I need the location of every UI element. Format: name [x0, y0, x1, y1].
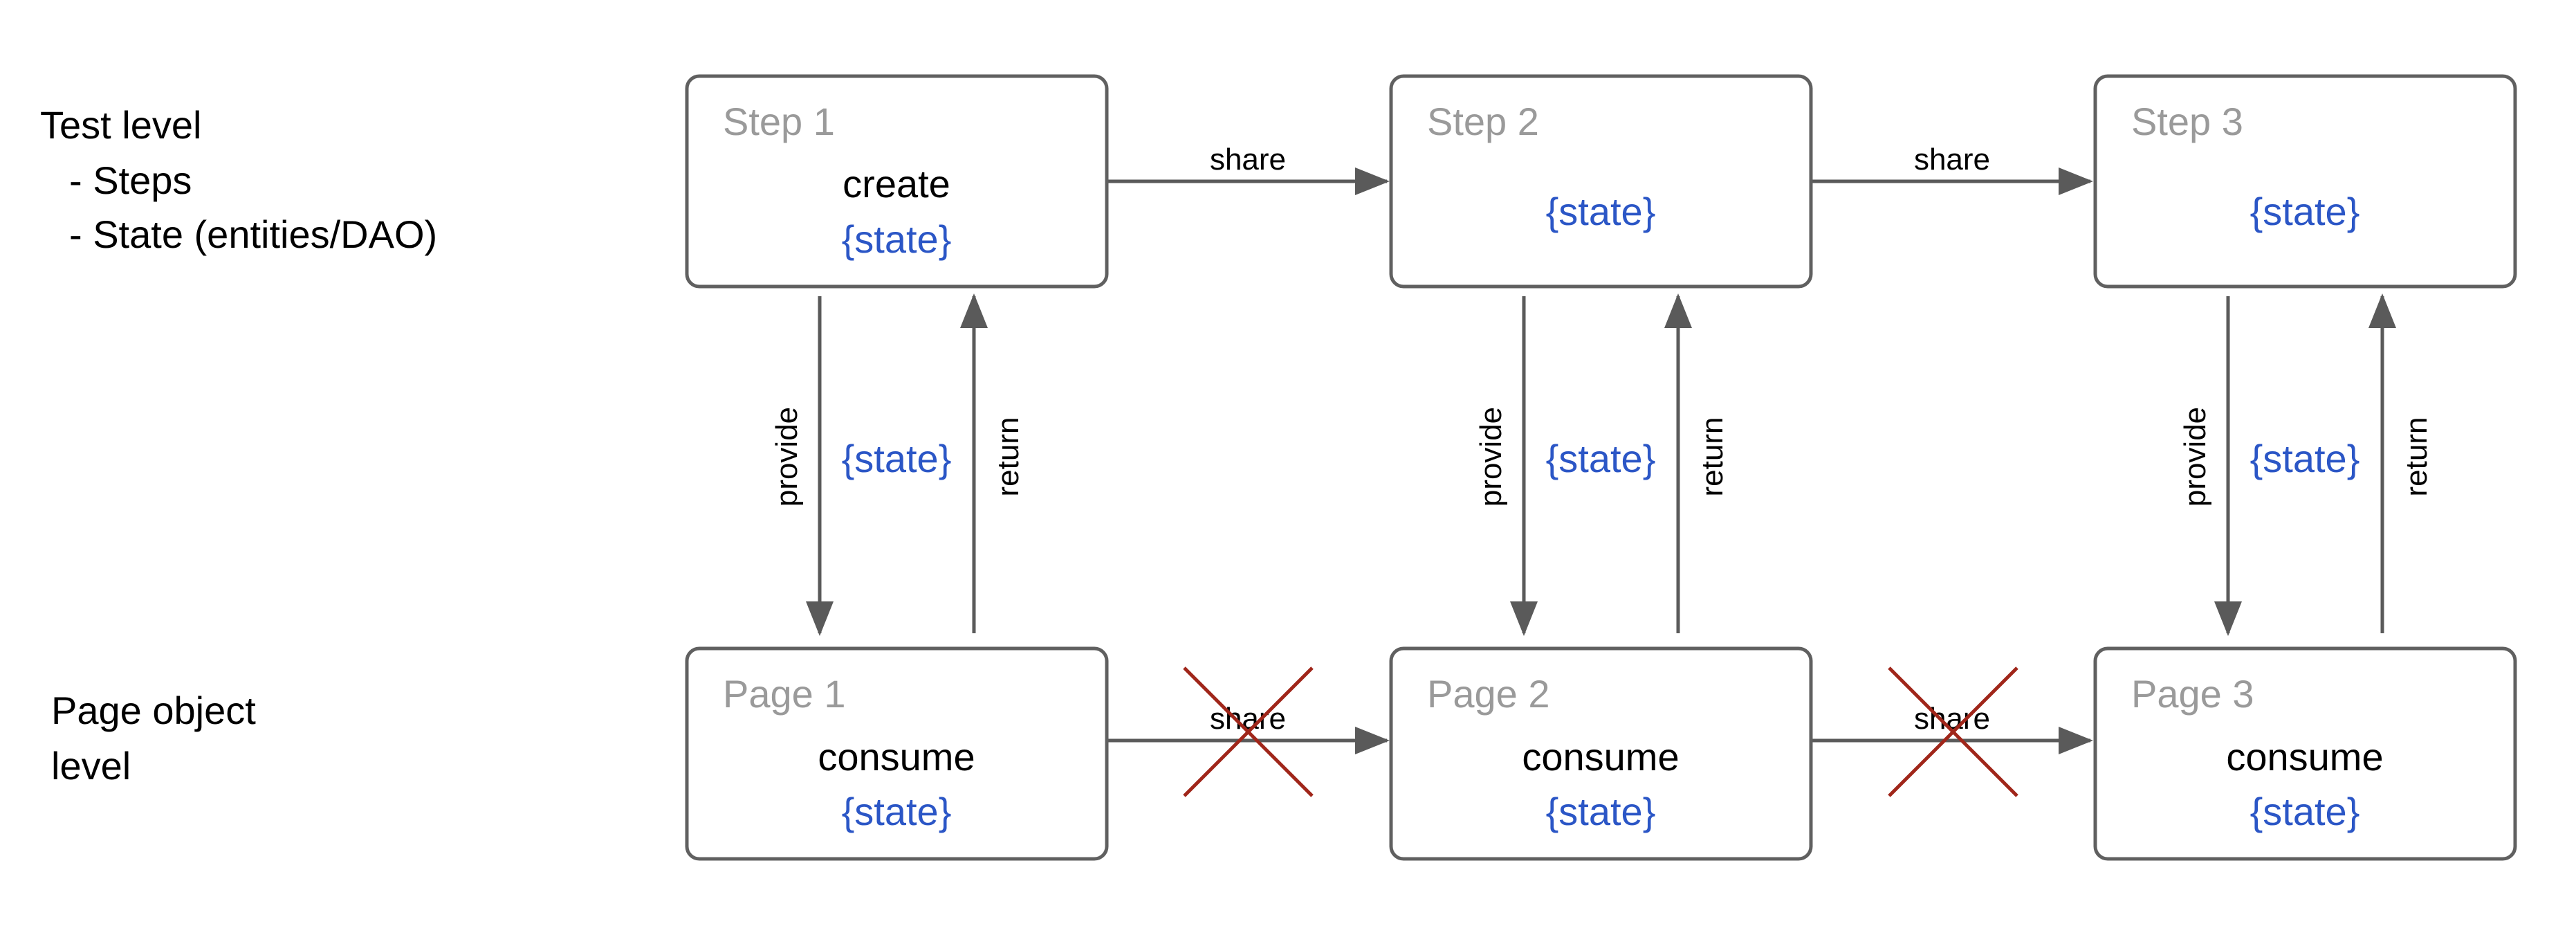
page-title-1: Page 1 [723, 672, 846, 716]
cross-mark-page1-page2 [1183, 666, 1314, 797]
page-box-2: Page 2 consume {state} [1389, 646, 1813, 861]
page-object-level-title-line2: level [51, 744, 131, 788]
step-title-1: Step 1 [723, 100, 835, 143]
page-object-level-title-line1: Page object [51, 689, 256, 732]
cross-mark-page2-page3 [1888, 666, 2018, 797]
step-box-1: Step 1 create {state} [685, 74, 1109, 289]
step-action-1: create [843, 162, 950, 206]
step-box-2: Step 2 {state} [1389, 74, 1813, 289]
return-label-1: return [991, 417, 1025, 497]
page-action-3: consume [2226, 735, 2383, 779]
test-level-title: Test level [40, 103, 201, 147]
step-state-2: {state} [1546, 190, 1656, 233]
page-box-1: Page 1 consume {state} [685, 646, 1109, 861]
share-label-step1-step2: share [1210, 143, 1286, 176]
state-label-column-3: {state} [2250, 437, 2360, 480]
step-state-1: {state} [842, 217, 952, 261]
state-label-column-1: {state} [842, 437, 952, 480]
test-level-item-state: - State (entities/DAO) [69, 212, 437, 256]
page-title-3: Page 3 [2131, 672, 2254, 716]
step-state-3: {state} [2250, 190, 2360, 233]
step-box-3: Step 3 {state} [2093, 74, 2517, 289]
page-title-2: Page 2 [1427, 672, 1550, 716]
step-title-2: Step 2 [1427, 100, 1539, 143]
state-label-column-2: {state} [1546, 437, 1656, 480]
test-level-item-steps: - Steps [69, 158, 192, 202]
return-label-3: return [2400, 417, 2434, 497]
provide-label-2: provide [1474, 407, 1508, 507]
page-action-1: consume [818, 735, 975, 779]
page-box-3: Page 3 consume {state} [2093, 646, 2517, 861]
page-action-2: consume [1522, 735, 1679, 779]
page-state-2: {state} [1546, 790, 1656, 833]
share-label-step2-step3: share [1914, 143, 1990, 176]
page-state-3: {state} [2250, 790, 2360, 833]
provide-label-1: provide [770, 407, 804, 507]
provide-label-3: provide [2178, 407, 2212, 507]
page-state-1: {state} [842, 790, 952, 833]
step-title-3: Step 3 [2131, 100, 2243, 143]
return-label-2: return [1695, 417, 1729, 497]
